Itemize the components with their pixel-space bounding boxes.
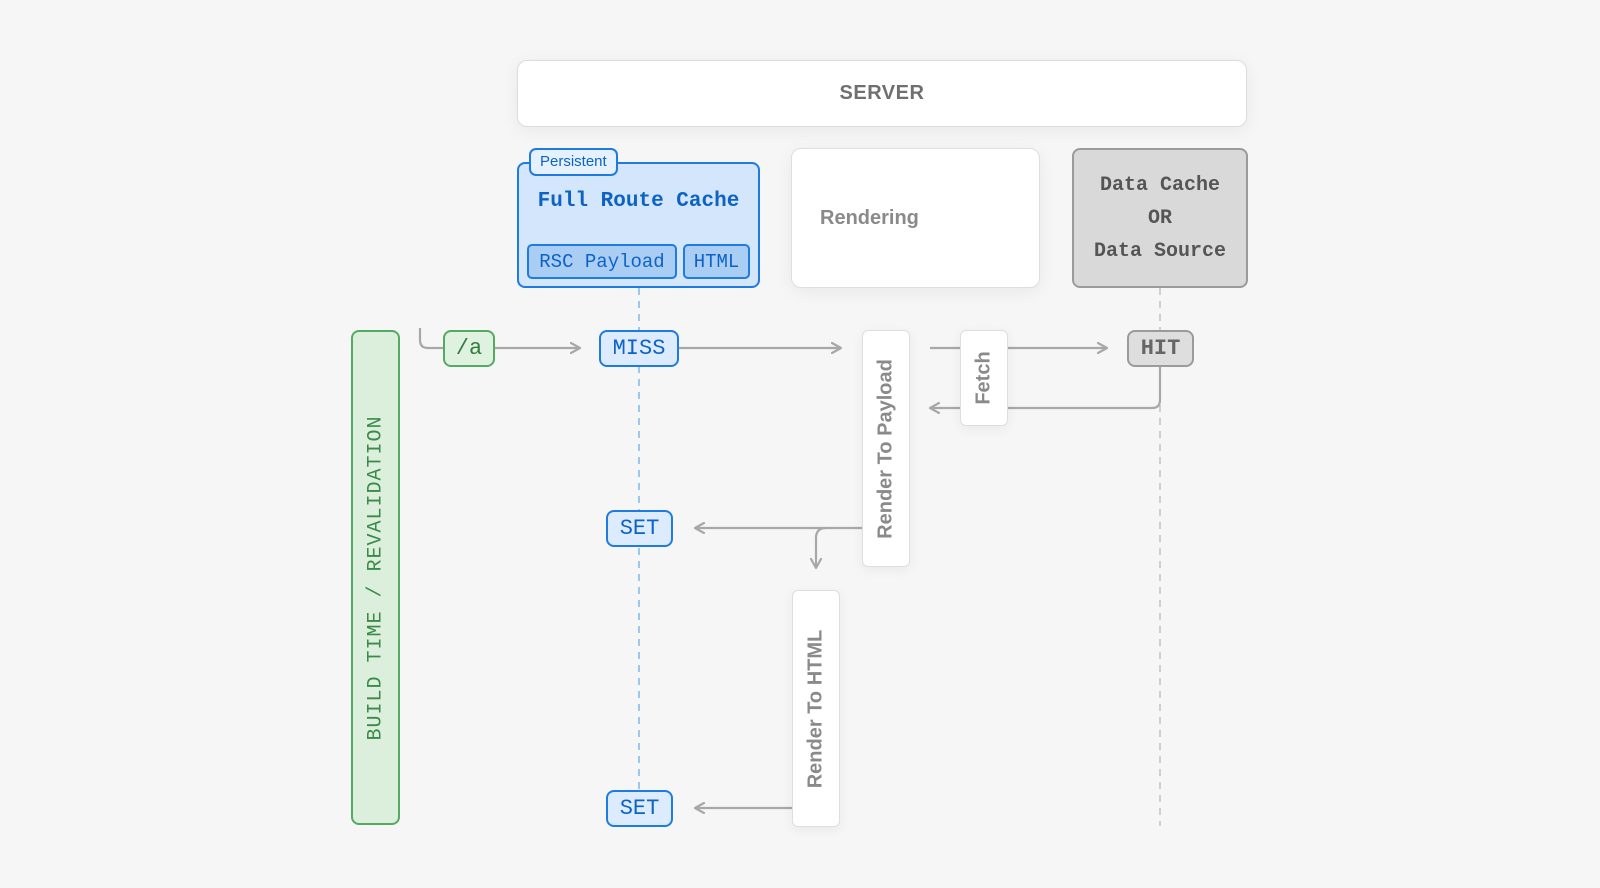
html-chip: HTML xyxy=(683,244,750,279)
build-time-label: BUILD TIME / REVALIDATION xyxy=(364,414,387,741)
server-header: SERVER xyxy=(517,60,1247,127)
fetch-label: Fetch xyxy=(972,351,995,405)
rendering-box: Rendering xyxy=(791,148,1040,288)
persistent-badge: Persistent xyxy=(529,148,618,176)
build-time-bar: BUILD TIME / REVALIDATION xyxy=(351,330,400,825)
arrow-hit-return xyxy=(1008,366,1162,410)
or-line: OR xyxy=(1147,206,1172,230)
request-hook xyxy=(418,328,443,350)
render-to-html-step: Render To HTML xyxy=(792,590,840,827)
arrow-branch-down xyxy=(816,526,827,568)
full-route-cache-title: Full Route Cache xyxy=(537,190,740,213)
data-source-box: Data Cache OR Data Source xyxy=(1072,148,1248,288)
rendering-label: Rendering xyxy=(820,206,919,229)
server-label: SERVER xyxy=(839,82,925,104)
render-to-html-label: Render To HTML xyxy=(804,629,827,788)
render-to-payload-step: Render To Payload xyxy=(862,330,910,567)
set-html-tag: SET xyxy=(606,790,673,827)
data-source-line: Data Source xyxy=(1093,239,1227,263)
hit-tag: HIT xyxy=(1127,330,1194,367)
rsc-payload-chip: RSC Payload xyxy=(527,244,677,279)
set-payload-tag: SET xyxy=(606,510,673,547)
fetch-step: Fetch xyxy=(960,330,1008,426)
miss-tag: MISS xyxy=(599,330,679,367)
data-cache-line: Data Cache xyxy=(1099,173,1221,197)
route-path-tag: /a xyxy=(443,330,495,367)
render-to-payload-label: Render To Payload xyxy=(874,358,897,539)
